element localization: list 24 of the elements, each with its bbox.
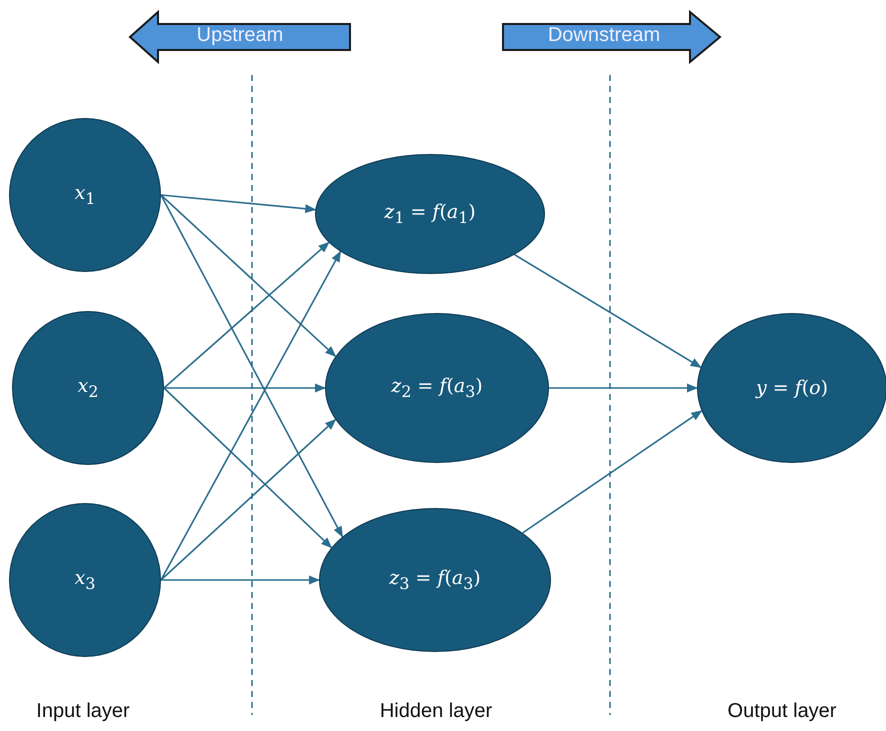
arrow xyxy=(160,194,336,358)
arrow-label: Downstream xyxy=(548,24,660,47)
node-formula: y = f(o) xyxy=(756,377,828,399)
arrow xyxy=(160,194,344,538)
layer-label: Hidden layer xyxy=(380,700,492,723)
node-formula: x$_{2}$ xyxy=(78,375,98,401)
arrow xyxy=(163,242,330,389)
arrow xyxy=(160,194,316,214)
node-formula: x$_{3}$ xyxy=(74,567,96,593)
node-formula: x$_{1}$ xyxy=(74,182,96,208)
arrow xyxy=(161,576,320,584)
node-formula: z$_{1}$ = f(a$_{1}$) xyxy=(384,201,476,227)
arrow xyxy=(160,418,336,581)
layer-label: Output layer xyxy=(728,700,836,723)
arrow-label: Upstream xyxy=(196,24,284,47)
arrow xyxy=(549,384,698,392)
arrow xyxy=(160,250,342,580)
node-formula: z$_{2}$ = f(a$_{3}$) xyxy=(391,375,483,401)
arrow xyxy=(522,410,702,534)
arrow xyxy=(514,254,702,368)
arrow xyxy=(164,384,326,392)
layer-label: Input layer xyxy=(36,700,130,723)
arrow xyxy=(163,387,332,548)
node-formula: z$_{3}$ = f(a$_{3}$) xyxy=(389,567,481,593)
